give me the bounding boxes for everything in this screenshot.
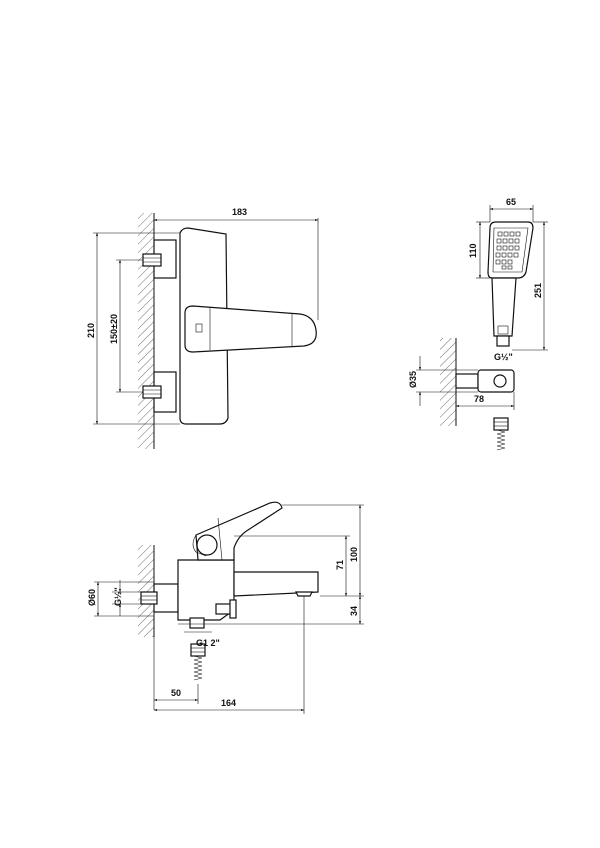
side-view: 100 71 34 Ø60 G½" G1 2" 50 164	[87, 501, 364, 714]
lever-front	[184, 305, 317, 353]
front-view: 183 210 150±20	[86, 207, 319, 449]
dim-164: 164	[221, 698, 236, 708]
spout	[233, 571, 319, 597]
dim-150: 150±20	[109, 314, 119, 344]
dim-diameter-60: Ø60	[87, 589, 97, 606]
hand-shower-view: 65 110 251 G½" Ø35 78	[408, 197, 548, 451]
wall-hatch-front	[138, 213, 154, 449]
dim-65: 65	[506, 197, 516, 207]
shower-hose	[493, 417, 509, 451]
dim-183: 183	[232, 207, 247, 217]
thread-label-side-left: G½"	[113, 587, 123, 606]
thread-label-side-bottom: G1 2"	[196, 638, 220, 648]
dim-diameter-35: Ø35	[408, 371, 418, 388]
dim-71: 71	[335, 560, 345, 570]
dim-78: 78	[474, 394, 484, 404]
side-hose	[190, 643, 206, 681]
dim-210: 210	[86, 323, 96, 338]
wall-hatch-holder	[440, 338, 456, 426]
dim-110: 110	[468, 243, 478, 258]
shower-handle	[491, 277, 517, 337]
side-eccentric	[153, 583, 179, 613]
dim-50: 50	[171, 688, 181, 698]
holder-arm	[455, 373, 479, 389]
thread-label-shower: G½"	[494, 352, 513, 362]
wall-hatch-side	[138, 545, 154, 637]
shower-nozzles	[495, 231, 521, 270]
bottom-outlet	[189, 617, 205, 629]
dim-251: 251	[533, 283, 543, 298]
dim-100: 100	[349, 547, 359, 562]
dim-34: 34	[349, 606, 359, 616]
